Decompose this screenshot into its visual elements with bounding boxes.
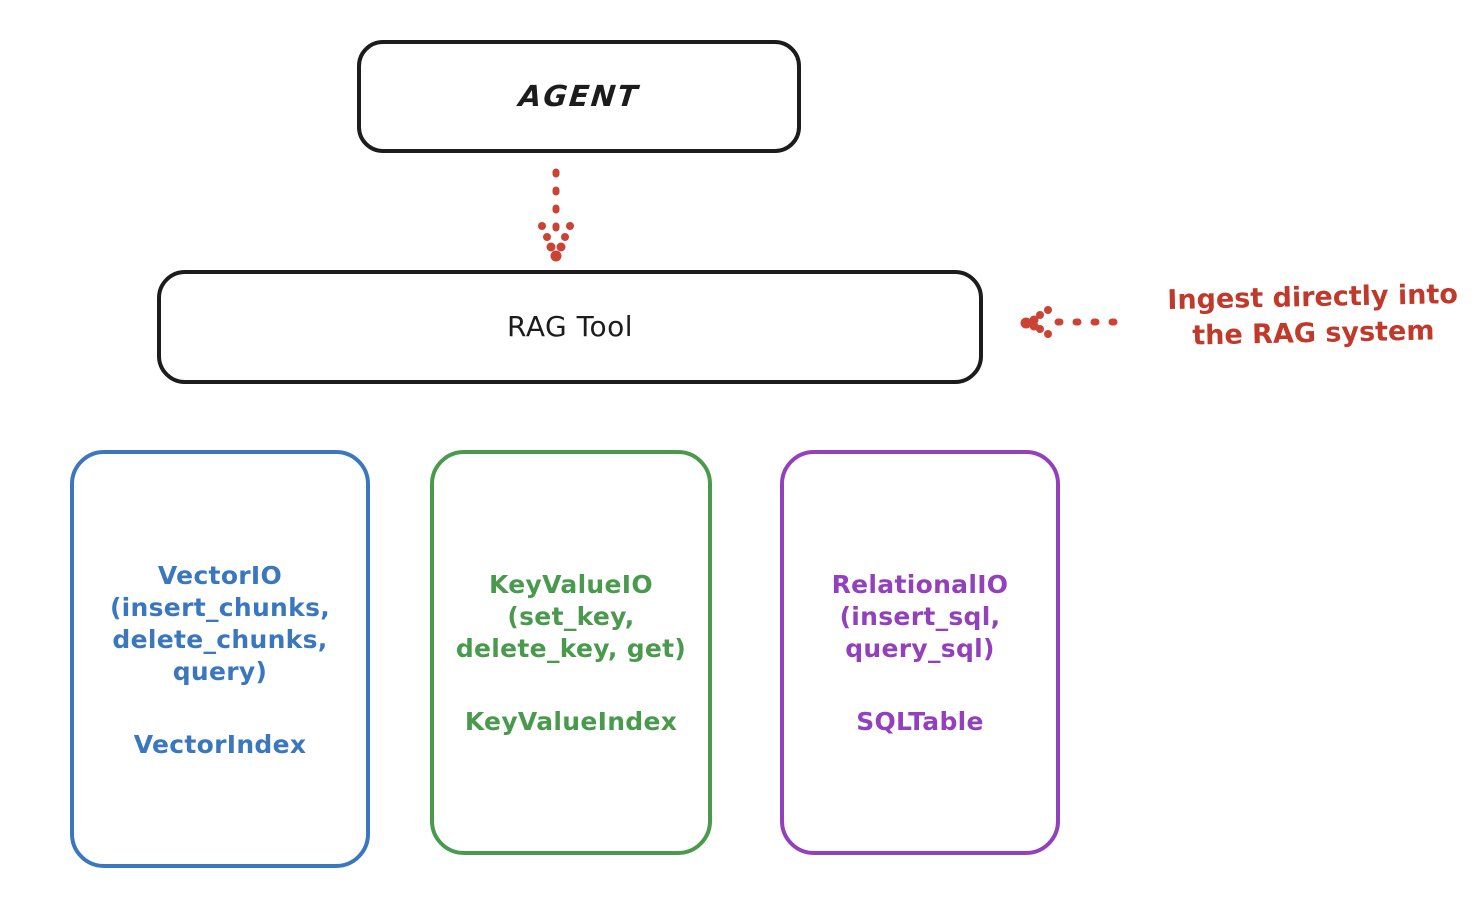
- node-agent-label: AGENT: [517, 78, 641, 113]
- dotted-arrow-left-icon: [1020, 306, 1132, 338]
- node-rag-tool[interactable]: RAG Tool: [157, 270, 983, 384]
- node-vector-io-sublabel: VectorIndex: [133, 729, 307, 759]
- node-relational-io-label: RelationalIO (insert_sql, query_sql): [831, 570, 1009, 663]
- node-key-value-io-label: KeyValueIO (set_key, delete_key, get): [455, 570, 687, 663]
- node-vector-io-label: VectorIO (insert_chunks, delete_chunks, …: [109, 560, 331, 686]
- node-agent[interactable]: AGENT: [357, 40, 801, 153]
- node-key-value-io[interactable]: KeyValueIO (set_key, delete_key, get) Ke…: [430, 450, 712, 855]
- node-vector-io[interactable]: VectorIO (insert_chunks, delete_chunks, …: [70, 450, 370, 868]
- annotation-ingest-text: Ingest directly into the RAG system: [1167, 278, 1459, 352]
- dotted-arrow-down-icon: [538, 168, 574, 262]
- node-rag-tool-label: RAG Tool: [507, 310, 633, 344]
- node-relational-io[interactable]: RelationalIO (insert_sql, query_sql) SQL…: [780, 450, 1060, 855]
- node-relational-io-sublabel: SQLTable: [856, 707, 984, 736]
- node-key-value-io-sublabel: KeyValueIndex: [464, 707, 678, 736]
